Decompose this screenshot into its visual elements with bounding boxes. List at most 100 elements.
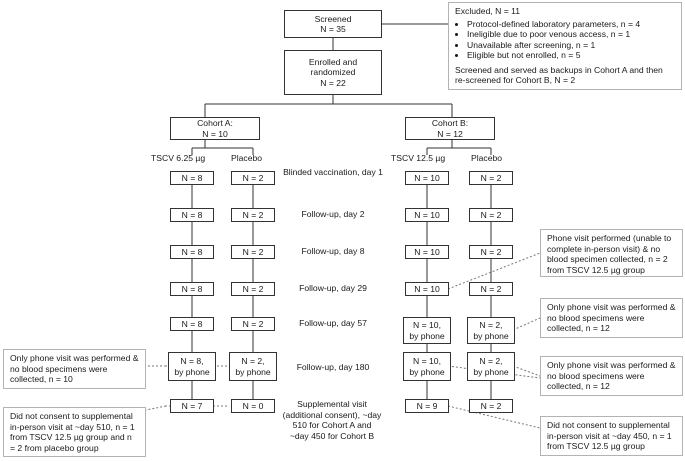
count-value: N = 2, <box>479 320 503 330</box>
excluded-box: Excluded, N = 11 Protocol-defined labora… <box>448 2 682 90</box>
stage-label-day1: Blinded vaccination, day 1 <box>283 167 383 177</box>
count-value: N = 8 <box>181 246 203 257</box>
enrolled-box: Enrolled and randomized N = 22 <box>284 50 382 95</box>
count-value: N = 10, <box>413 356 441 366</box>
excluded-list: Protocol-defined laboratory parameters, … <box>455 19 675 61</box>
stage-label-day8: Follow-up, day 8 <box>301 246 365 256</box>
cohort-a-count: N = 10 <box>202 128 228 139</box>
count-mode: by phone <box>409 330 445 341</box>
count-value: N = 10 <box>414 209 440 220</box>
stage-label-day29: Follow-up, day 29 <box>299 283 367 293</box>
screened-count: N = 35 <box>320 24 346 34</box>
count-value: N = 0 <box>242 400 264 411</box>
count-box: N = 2 <box>469 245 513 259</box>
count-box: N = 2 <box>231 245 275 259</box>
count-value: N = 2 <box>480 400 502 411</box>
count-value: N = 9 <box>416 400 438 411</box>
excluded-title: Excluded, N = 11 <box>455 6 521 16</box>
count-box: N = 2,by phone <box>467 352 515 381</box>
count-value: N = 7 <box>181 400 203 411</box>
count-mode: by phone <box>473 330 509 341</box>
count-box: N = 2 <box>231 208 275 222</box>
stage-label-day180: Follow-up, day 180 <box>296 362 370 372</box>
count-value: N = 2 <box>480 209 502 220</box>
cohort-a-label: Cohort A: <box>197 118 233 128</box>
count-value: N = 2 <box>242 318 264 329</box>
arm-b-placebo-label: Placebo <box>471 153 503 163</box>
count-box: N = 2 <box>231 171 275 185</box>
count-box: N = 2 <box>469 208 513 222</box>
count-value: N = 8 <box>181 209 203 220</box>
cohort-b-box: Cohort B: N = 12 <box>405 117 495 140</box>
count-box: N = 8 <box>170 245 214 259</box>
count-value: N = 2, <box>241 356 265 366</box>
stage-label-day57: Follow-up, day 57 <box>299 318 367 328</box>
count-box: N = 2 <box>469 282 513 296</box>
arm-a-vaccine-label: TSCV 6.25 µg <box>151 153 206 163</box>
note-day29-cohort-b: Phone visit performed (unable to complet… <box>540 229 683 277</box>
note-day180-cohort-a: Only phone visit was performed & no bloo… <box>3 349 146 389</box>
count-mode: by phone <box>174 366 210 377</box>
count-box: N = 10 <box>405 208 449 222</box>
stage-label-supplemental: Supplemental visit (additional consent),… <box>282 399 382 441</box>
note-supplemental-cohort-a: Did not consent to supplemental in-perso… <box>3 407 146 457</box>
count-value: N = 2 <box>242 209 264 220</box>
note-day57-cohort-b: Only phone visit was performed & no bloo… <box>540 298 683 338</box>
note-supplemental-cohort-b: Did not consent to supplemental in-perso… <box>540 416 683 456</box>
arm-a-placebo-label: Placebo <box>231 153 263 163</box>
count-box: N = 2 <box>231 317 275 331</box>
count-box: N = 2 <box>469 171 513 185</box>
count-value: N = 2 <box>480 283 502 294</box>
stage-label-day2: Follow-up, day 2 <box>301 209 365 219</box>
count-value: N = 2 <box>242 246 264 257</box>
count-value: N = 2, <box>479 356 503 366</box>
enrolled-line2: randomized <box>310 67 356 78</box>
excluded-item: Protocol-defined laboratory parameters, … <box>467 19 675 30</box>
count-box: N = 8 <box>170 208 214 222</box>
count-box: N = 9 <box>405 399 449 413</box>
screened-box: Screened N = 35 <box>284 10 382 38</box>
count-box: N = 10 <box>405 282 449 296</box>
count-value: N = 10, <box>413 320 441 330</box>
excluded-item: Eligible but not enrolled, n = 5 <box>467 50 675 61</box>
count-value: N = 2 <box>242 172 264 183</box>
count-box: N = 8 <box>170 282 214 296</box>
cohort-a-box: Cohort A: N = 10 <box>170 117 260 140</box>
count-box: N = 10,by phone <box>403 352 451 381</box>
count-value: N = 10 <box>414 246 440 257</box>
count-value: N = 2 <box>480 246 502 257</box>
count-box: N = 2 <box>469 399 513 413</box>
count-mode: by phone <box>473 366 509 377</box>
cohort-b-count: N = 12 <box>437 128 463 139</box>
count-value: N = 8 <box>181 318 203 329</box>
count-box: N = 7 <box>170 399 214 413</box>
count-box: N = 8 <box>170 171 214 185</box>
count-box: N = 2 <box>231 282 275 296</box>
count-value: N = 10 <box>414 172 440 183</box>
count-value: N = 8 <box>181 172 203 183</box>
excluded-item: Ineligible due to poor venous access, n … <box>467 29 675 40</box>
count-value: N = 2 <box>480 172 502 183</box>
enrolled-line1: Enrolled and <box>308 56 358 67</box>
count-value: N = 8 <box>181 283 203 294</box>
enrolled-count: N = 22 <box>320 77 346 88</box>
count-box: N = 10,by phone <box>403 317 451 344</box>
count-box: N = 10 <box>405 171 449 185</box>
cohort-b-label: Cohort B: <box>431 118 469 128</box>
count-box: N = 8 <box>170 317 214 331</box>
count-box: N = 2,by phone <box>229 352 277 381</box>
count-box: N = 8,by phone <box>168 352 216 381</box>
arm-b-vaccine-label: TSCV 12.5 µg <box>391 153 446 163</box>
count-value: N = 2 <box>242 283 264 294</box>
backup-note: Screened and served as backups in Cohort… <box>455 64 663 86</box>
count-box: N = 0 <box>231 399 275 413</box>
count-box: N = 10 <box>405 245 449 259</box>
count-value: N = 10 <box>414 283 440 294</box>
count-value: N = 8, <box>180 356 204 366</box>
screened-label: Screened <box>314 13 352 24</box>
note-day180-cohort-b: Only phone visit was performed & no bloo… <box>540 356 683 396</box>
excluded-item: Unavailable after screening, n = 1 <box>467 40 675 51</box>
count-box: N = 2,by phone <box>467 317 515 344</box>
count-mode: by phone <box>409 366 445 377</box>
